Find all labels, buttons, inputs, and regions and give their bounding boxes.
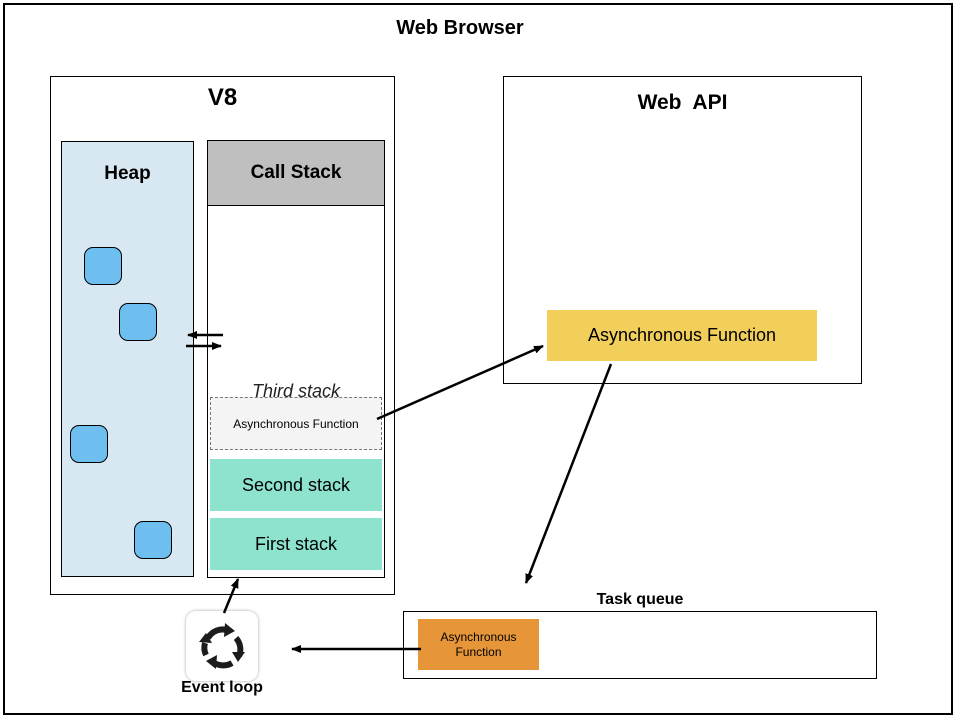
cycle-arrows-icon <box>199 623 245 669</box>
web-api-title: Web API <box>637 91 728 114</box>
web-api-async-function: Asynchronous Function <box>547 310 817 361</box>
stack-frame-third: Asynchronous Function <box>210 397 382 450</box>
event-loop-icon-tile <box>186 611 258 681</box>
third-stack-label: Third stack <box>251 381 341 401</box>
call-stack-title: Call Stack <box>207 140 385 206</box>
v8-title: V8 <box>207 84 238 111</box>
stack-frame-first: First stack <box>210 518 382 570</box>
browser-frame <box>3 3 953 715</box>
stack-frame-second: Second stack <box>210 459 382 511</box>
heap-object <box>84 247 122 285</box>
heap-object <box>119 303 157 341</box>
heap-title: Heap <box>104 163 151 184</box>
heap-object <box>134 521 172 559</box>
task-queue-title: Task queue <box>596 591 684 608</box>
heap-container <box>61 141 194 577</box>
heap-object <box>70 425 108 463</box>
event-loop-label: Event loop <box>181 679 263 696</box>
browser-title: Web Browser <box>396 17 524 39</box>
